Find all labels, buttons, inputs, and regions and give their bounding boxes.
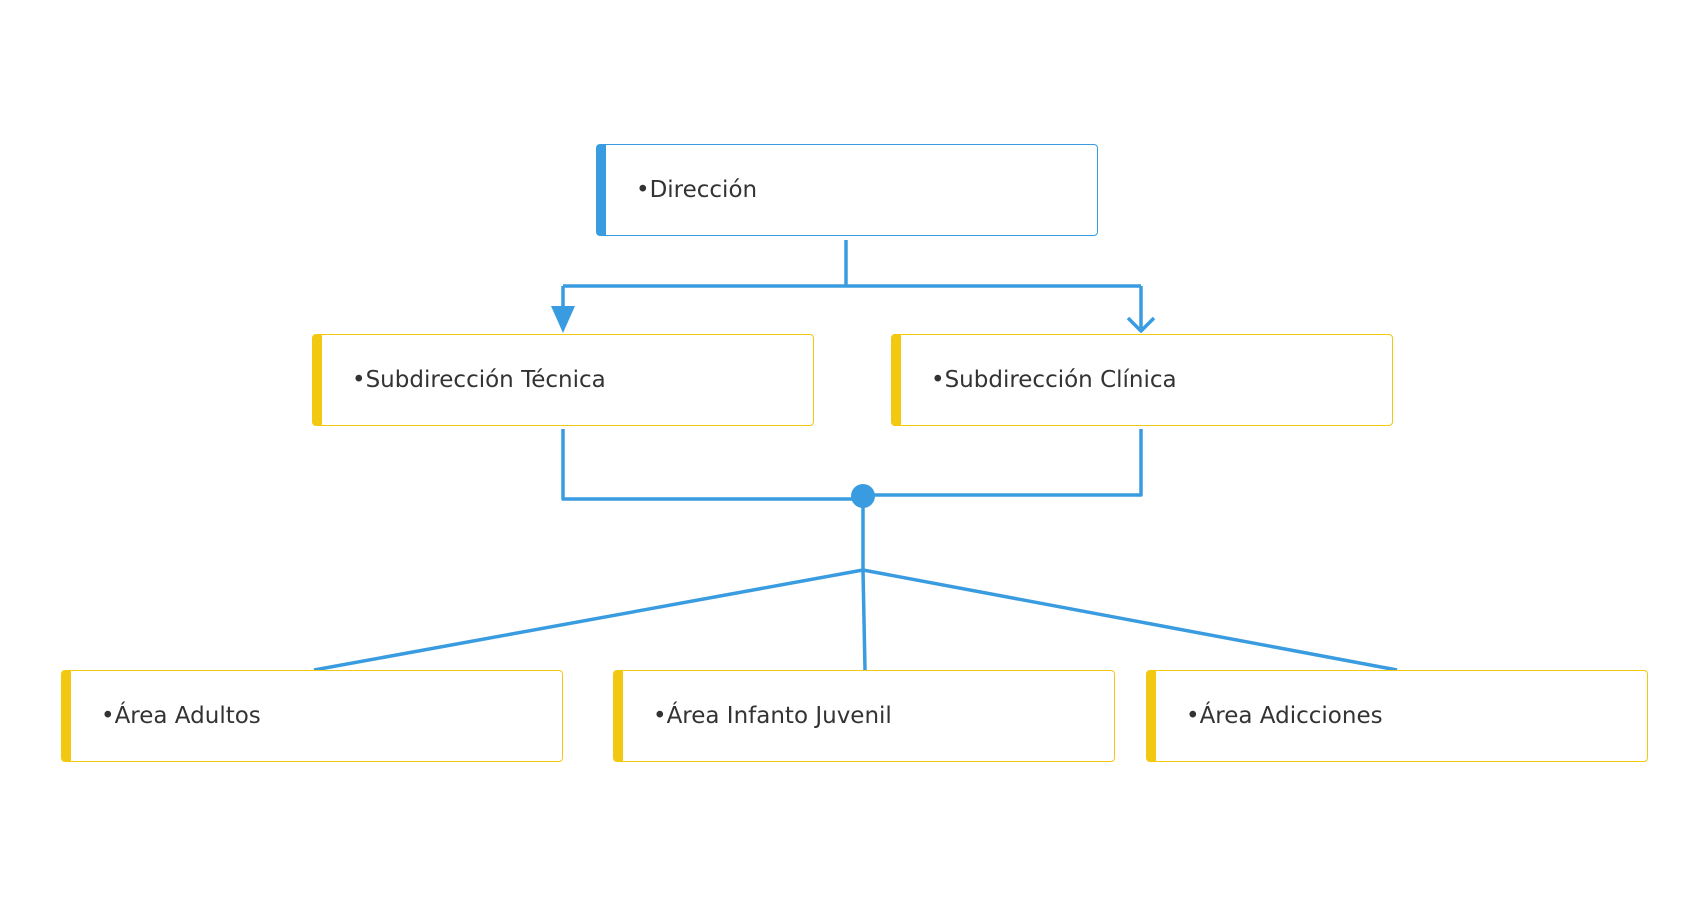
node-subdireccion-tecnica[interactable]: •Subdirección Técnica — [312, 334, 814, 426]
arrowhead-filled-icon — [551, 306, 575, 333]
junction-dot-icon — [851, 484, 875, 508]
node-direccion-label: •Dirección — [636, 177, 758, 203]
connector-from-subdireccion-tecnica — [561, 429, 863, 501]
node-subdireccion-clinica-label: •Subdirección Clínica — [931, 367, 1177, 393]
node-subdireccion-clinica[interactable]: •Subdirección Clínica — [891, 334, 1393, 426]
node-area-adultos[interactable]: •Área Adultos — [61, 670, 563, 762]
node-area-adultos-label: •Área Adultos — [101, 703, 261, 729]
node-direccion[interactable]: •Dirección — [596, 144, 1098, 236]
node-subdireccion-tecnica-label: •Subdirección Técnica — [352, 367, 606, 393]
connector-to-area-infanto-juvenil — [861, 569, 867, 671]
connector-to-area-adicciones — [862, 568, 1398, 672]
connector-to-area-adultos — [313, 568, 864, 672]
arrowhead-open-icon — [1126, 316, 1156, 333]
connector-from-subdireccion-clinica — [863, 429, 1143, 497]
node-area-adicciones[interactable]: •Área Adicciones — [1146, 670, 1648, 762]
node-area-adicciones-label: •Área Adicciones — [1186, 703, 1383, 729]
node-area-infanto-juvenil-label: •Área Infanto Juvenil — [653, 703, 892, 729]
node-area-infanto-juvenil[interactable]: •Área Infanto Juvenil — [613, 670, 1115, 762]
